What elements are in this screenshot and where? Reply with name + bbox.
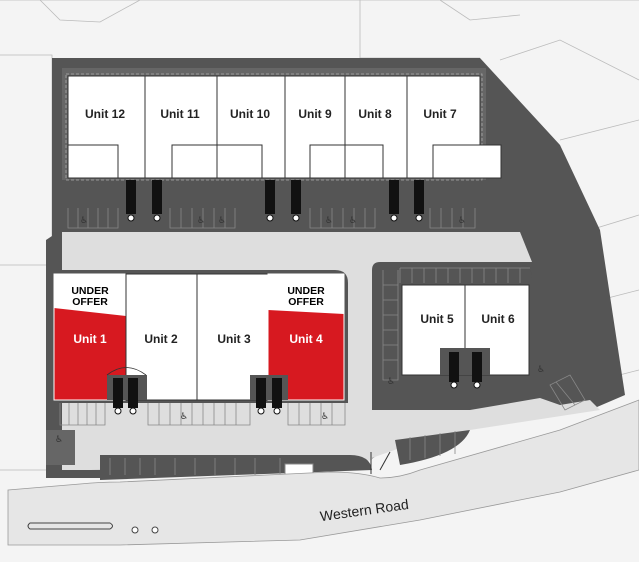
lorry-icon <box>265 180 275 222</box>
wheelchair-icon: ♿ <box>537 365 545 375</box>
north-terrace <box>67 75 502 179</box>
unit-4-label: Unit 4 <box>289 332 323 346</box>
svg-text:OFFER: OFFER <box>288 296 324 308</box>
central-loading-bays <box>113 378 282 415</box>
wheelchair-icon: ♿ <box>180 412 188 422</box>
lorry-icon <box>414 180 424 222</box>
under-offer-badge-unit-4: UNDER OFFER <box>287 285 325 308</box>
unit-9-label: Unit 9 <box>298 107 332 121</box>
wheelchair-icon: ♿ <box>218 216 226 226</box>
lorry-icon <box>113 378 123 415</box>
unit-11-label: Unit 11 <box>160 107 200 121</box>
central-parking: ♿ ♿ <box>59 403 346 426</box>
lorry-icon <box>126 180 136 222</box>
wheelchair-icon: ♿ <box>325 216 333 226</box>
lorry-icon <box>389 180 399 222</box>
lorry-icon <box>291 180 301 222</box>
lorry-icon <box>272 378 282 415</box>
north-parking <box>67 208 476 229</box>
unit-10-label: Unit 10 <box>230 107 270 121</box>
wheelchair-icon: ♿ <box>80 216 88 226</box>
unit-3-label: Unit 3 <box>217 332 251 346</box>
wheelchair-icon: ♿ <box>321 412 329 422</box>
unit-labels: Unit 12 Unit 11 Unit 10 Unit 9 Unit 8 Un… <box>73 107 515 346</box>
svg-text:UNDER: UNDER <box>287 285 325 297</box>
lorry-icon <box>128 378 138 415</box>
north-loading-bays <box>126 180 424 222</box>
unit-2-label: Unit 2 <box>144 332 178 346</box>
north-accessible-bays: ♿ ♿ ♿ ♿ ♿ ♿ <box>80 216 466 226</box>
svg-text:OFFER: OFFER <box>72 296 108 308</box>
unit-8-label: Unit 8 <box>358 107 392 121</box>
lorry-icon <box>256 378 266 415</box>
wheelchair-icon: ♿ <box>55 435 63 445</box>
wheelchair-icon: ♿ <box>349 216 357 226</box>
wheelchair-icon: ♿ <box>197 216 205 226</box>
wheelchair-icon: ♿ <box>458 216 466 226</box>
unit-12-label: Unit 12 <box>85 107 125 121</box>
lorry-icon <box>449 352 459 389</box>
wheelchair-icon: ♿ <box>387 377 395 387</box>
lorry-icon <box>472 352 482 389</box>
unit-6-label: Unit 6 <box>481 312 515 326</box>
svg-text:UNDER: UNDER <box>71 285 109 297</box>
east-side-parking <box>549 374 586 411</box>
under-offer-badge-unit-1: UNDER OFFER <box>71 285 109 308</box>
lorry-icon <box>152 180 162 222</box>
east-loading-bays <box>449 352 482 389</box>
unit-1-label: Unit 1 <box>73 332 107 346</box>
east-block: ♿ ♿ <box>380 265 545 387</box>
unit-7-label: Unit 7 <box>423 107 457 121</box>
western-road <box>7 399 639 546</box>
unit-5-label: Unit 5 <box>420 312 454 326</box>
